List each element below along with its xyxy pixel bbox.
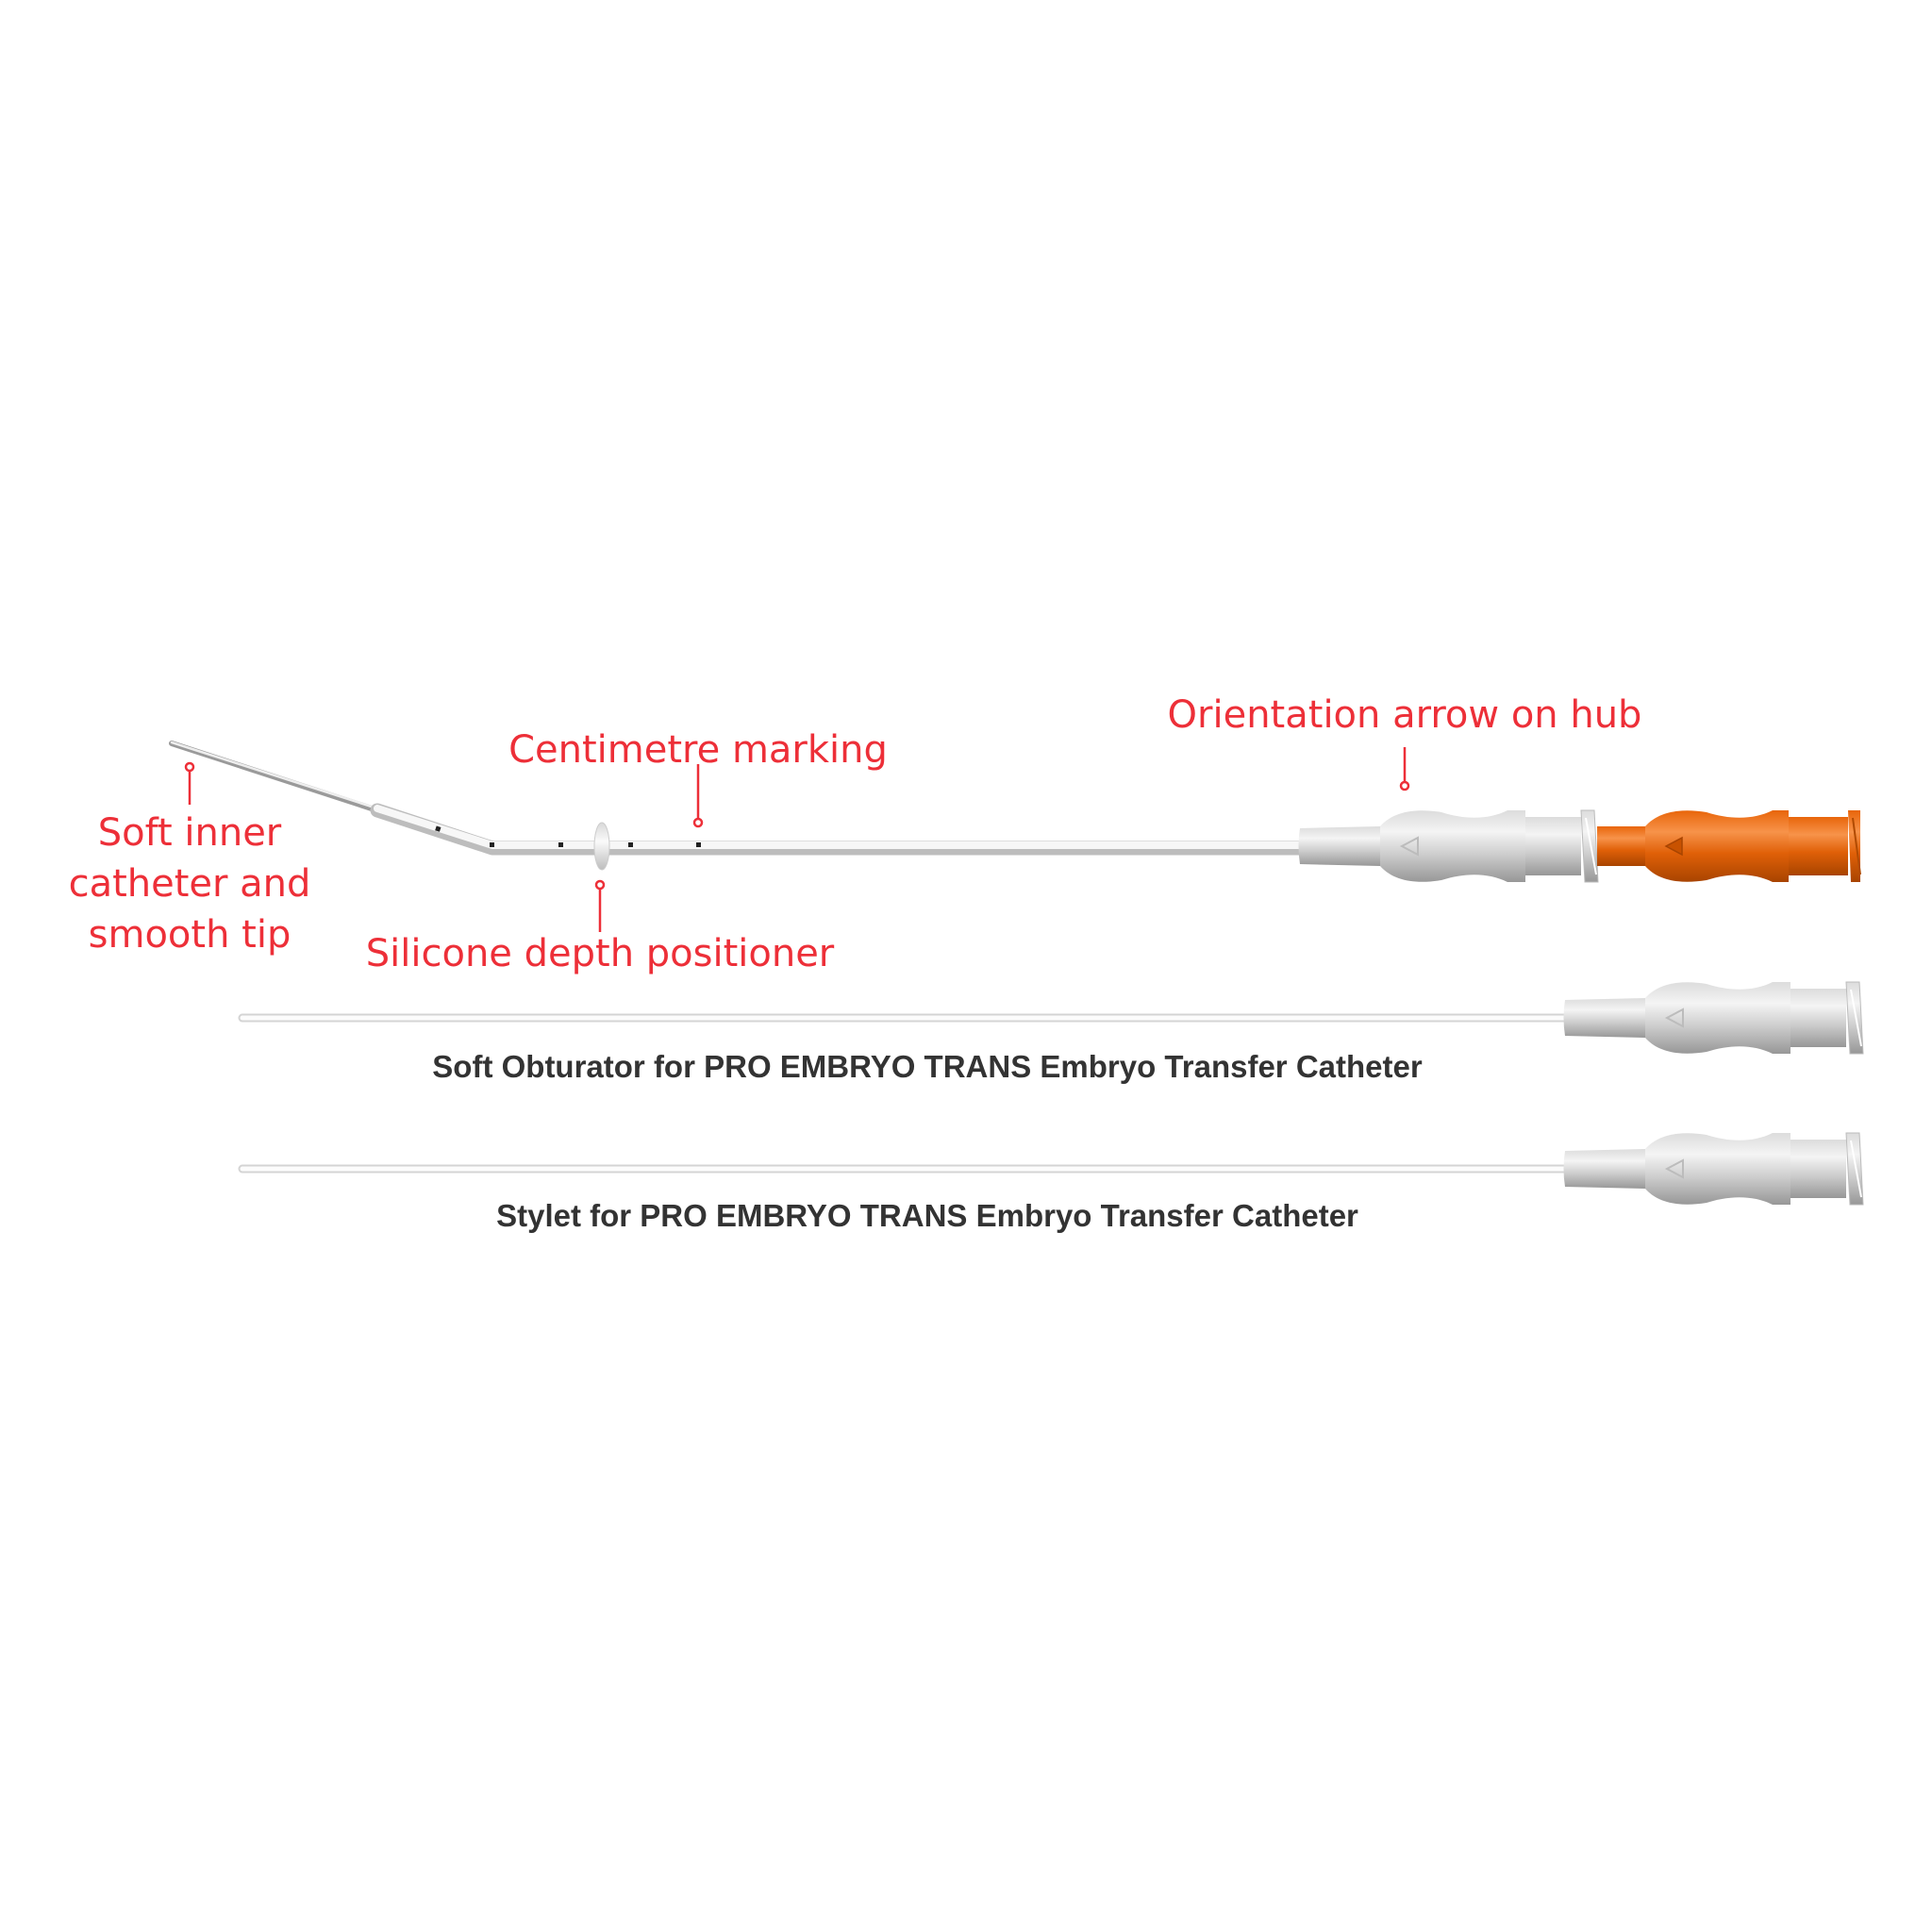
- positioner-pointer: [594, 879, 606, 891]
- callout-line: Soft inner: [97, 811, 282, 855]
- orientation-pointer: [1399, 780, 1410, 791]
- tip-pointer: [184, 761, 195, 773]
- centimetre-pointer: [692, 817, 704, 828]
- callout-line: smooth tip: [88, 913, 291, 957]
- stylet: [238, 1132, 1864, 1206]
- callout-centimetre-marking: Centimetre marking: [508, 728, 888, 772]
- centimetre-markings: [435, 825, 701, 847]
- callout-silicone-depth-positioner: Silicone depth positioner: [365, 932, 835, 975]
- hub-white: [1297, 809, 1599, 883]
- callout-line: catheter and: [68, 862, 311, 906]
- callout-pointers: [184, 747, 1410, 932]
- callout-soft-inner-catheter: Soft inner catheter and smooth tip: [69, 808, 311, 960]
- silicone-depth-positioner: [593, 822, 610, 871]
- caption-obturator: Soft Obturator for PRO EMBRYO TRANS Embr…: [432, 1049, 1423, 1084]
- callout-orientation-arrow: Orientation arrow on hub: [1167, 693, 1642, 737]
- hub-orange: [1597, 810, 1861, 882]
- soft-obturator: [238, 981, 1864, 1055]
- embryo-transfer-catheter: [169, 741, 1861, 883]
- caption-stylet: Stylet for PRO EMBRYO TRANS Embryo Trans…: [496, 1198, 1358, 1233]
